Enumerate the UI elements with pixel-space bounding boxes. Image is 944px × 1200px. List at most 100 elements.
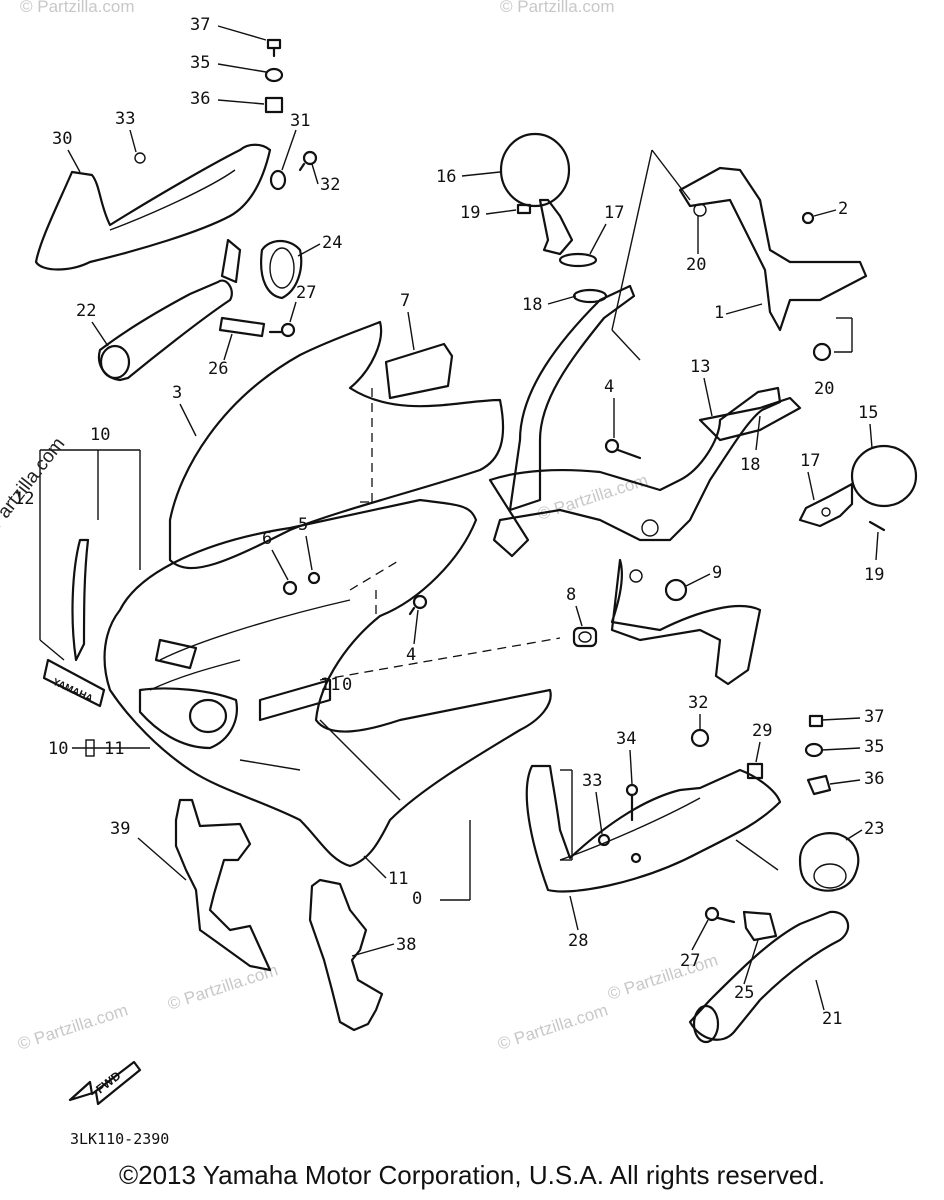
decal-7	[384, 342, 454, 400]
callout-9: 9	[712, 563, 722, 583]
mirror-16	[499, 132, 574, 256]
callout-8: 8	[566, 585, 576, 605]
bracket-10-11-left	[72, 739, 150, 757]
callout-11c: 11	[388, 869, 408, 889]
callout-1: 1	[714, 303, 724, 323]
leader-1b	[611, 149, 653, 331]
cap-23	[798, 832, 860, 892]
callout-35: 35	[190, 53, 210, 73]
dash-lines-b	[319, 637, 561, 681]
brace-13	[698, 396, 802, 442]
callout-35b: 35	[864, 737, 884, 757]
callout-29: 29	[752, 721, 772, 741]
leader-28-d	[735, 839, 779, 871]
watermark: © Partzilla.com	[500, 0, 615, 16]
bolt-27-lower	[704, 906, 736, 924]
grommet-31	[269, 169, 287, 191]
callout-19: 19	[460, 203, 480, 223]
screw-34	[625, 783, 639, 822]
air-duct-22	[97, 279, 233, 382]
callout-3: 3	[172, 383, 182, 403]
diagram-code: 3LK110-2390	[70, 1130, 170, 1148]
callout-39: 39	[110, 819, 130, 839]
callout-21: 21	[822, 1009, 842, 1029]
callout-18b: 18	[740, 455, 760, 475]
callout-31: 31	[290, 111, 310, 131]
callout-10: 10	[90, 425, 110, 445]
decal-12: YAMAHA	[42, 538, 106, 708]
callout-23: 23	[864, 819, 884, 839]
callout-34: 34	[616, 729, 636, 749]
inner-panel-39	[174, 798, 272, 972]
callout-33: 33	[115, 109, 135, 129]
callout-4b: 4	[406, 645, 416, 665]
callout-13: 13	[690, 357, 710, 377]
callout-20b: 20	[814, 379, 834, 399]
leader-1a	[651, 149, 691, 201]
forward-arrow: FWD	[68, 1060, 142, 1106]
bolt-27-top	[268, 322, 296, 338]
grommet-8	[572, 626, 598, 648]
callout-20: 20	[686, 255, 706, 275]
clip-29	[746, 762, 764, 780]
callout-25: 25	[734, 983, 754, 1003]
callout-24: 24	[322, 233, 342, 253]
callout-27: 27	[296, 283, 316, 303]
callout-19b: 19	[864, 565, 884, 585]
callout-37b: 37	[864, 707, 884, 727]
callout-36: 36	[190, 89, 210, 109]
watermark: © Partzilla.com	[20, 0, 135, 16]
watermark: © Partzilla.com	[605, 950, 720, 1003]
callout-37: 37	[190, 15, 210, 35]
air-duct-21	[688, 910, 850, 1044]
screw-stack-lower	[804, 714, 832, 796]
front-cowling	[103, 498, 552, 868]
screw-32-lower	[690, 728, 710, 748]
screw-32-top	[298, 150, 318, 172]
callout-36b: 36	[864, 769, 884, 789]
callout-11: 11	[320, 675, 340, 695]
callout-27b: 27	[680, 951, 700, 971]
horn-24	[220, 238, 303, 300]
callout-17b: 17	[800, 451, 820, 471]
grommet-9	[664, 578, 688, 602]
callout-17: 17	[604, 203, 624, 223]
bracket-25	[742, 910, 778, 942]
copyright-notice: ©2013 Yamaha Motor Corporation, U.S.A. A…	[118, 1160, 826, 1190]
screw-stack-top	[264, 38, 284, 114]
watermark: © Partzilla.com	[15, 1000, 130, 1053]
dash-lines-c	[349, 559, 401, 591]
callout-18: 18	[522, 295, 542, 315]
callout-26: 26	[208, 359, 228, 379]
callout-16: 16	[436, 167, 456, 187]
screw-33-lower	[597, 833, 611, 847]
callout-11b: 11	[104, 739, 124, 759]
under-cowling-28	[525, 764, 782, 893]
callout-10b: 10	[48, 739, 68, 759]
callout-33b: 33	[582, 771, 602, 791]
bolt-4-top	[604, 438, 642, 460]
watermark: © Partzilla.com	[535, 470, 650, 523]
cowling-stay	[488, 284, 782, 686]
leader-1c	[611, 329, 641, 361]
callout-10-suffix: 0	[342, 675, 352, 695]
bracket-26	[218, 316, 266, 338]
callout-38: 38	[396, 935, 416, 955]
callout-30: 30	[52, 129, 72, 149]
bolt-4-lower	[408, 594, 428, 616]
callout-15: 15	[858, 403, 878, 423]
callout-32b: 32	[688, 693, 708, 713]
mirror-15	[798, 444, 918, 532]
side-cover-30	[34, 143, 272, 271]
callout-10c: 0	[412, 889, 422, 909]
callout-5: 5	[298, 515, 308, 535]
inner-panel-38	[308, 878, 384, 1032]
gasket-17a	[558, 252, 598, 268]
callout-4: 4	[604, 377, 614, 397]
callout-7: 7	[400, 291, 410, 311]
callout-22: 22	[76, 301, 96, 321]
callout-group: 37 35 36 33 30 31 32 24 27 22 26 7 3 16 …	[14, 15, 884, 1029]
callout-12: 12	[14, 489, 34, 509]
callout-28: 28	[568, 931, 588, 951]
